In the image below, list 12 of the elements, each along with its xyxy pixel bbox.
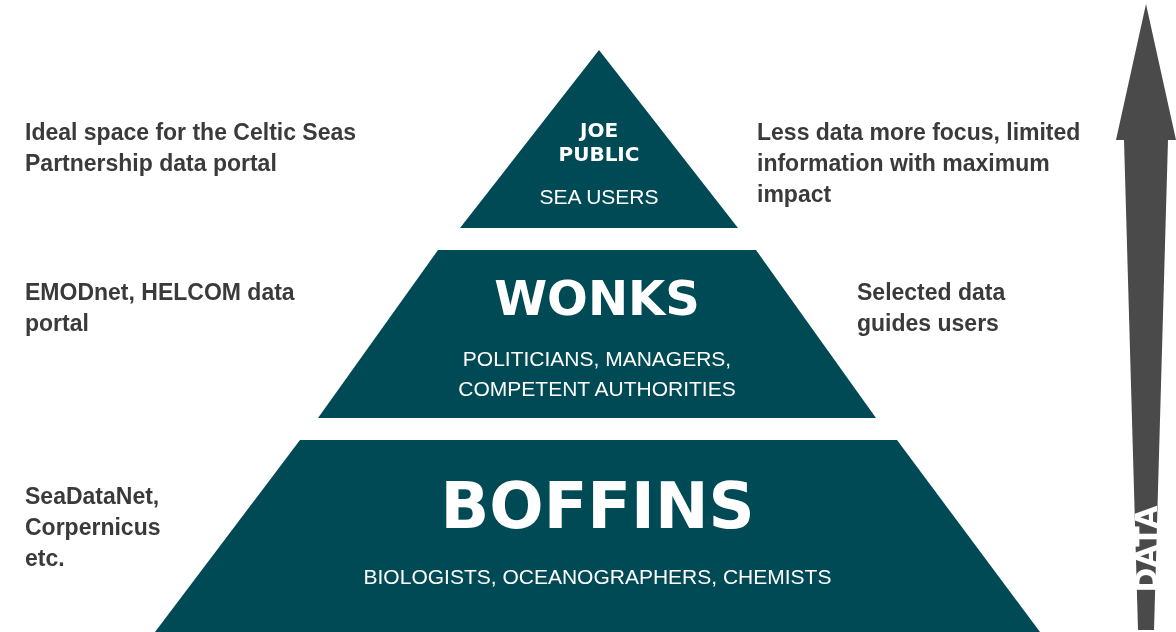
arrow-label: DATA bbox=[1128, 505, 1164, 593]
side-note: EMODnet, HELCOM data portal bbox=[25, 278, 296, 338]
side-note: SeaDataNet, Corpernicus etc. bbox=[25, 482, 162, 573]
tier-subtitle: BIOLOGISTS, OCEANOGRAPHERS, CHEMISTS bbox=[363, 564, 832, 590]
tier-subtitle: POLITICIANS, MANAGERS, COMPETENT AUTHORITIES bbox=[457, 346, 737, 402]
tier-subtitle: SEA USERS bbox=[539, 184, 659, 210]
side-note: Selected data guides users bbox=[857, 278, 1007, 338]
tier-title: BOFFINS bbox=[440, 468, 755, 545]
tier-title: WONKS bbox=[494, 270, 700, 328]
side-note: Less data more focus, limited information with maximum impact bbox=[757, 118, 1082, 209]
tier-title: JOE PUBLIC bbox=[557, 118, 641, 166]
side-note: Ideal space for the Celtic Seas Partnership data portal bbox=[25, 118, 358, 178]
